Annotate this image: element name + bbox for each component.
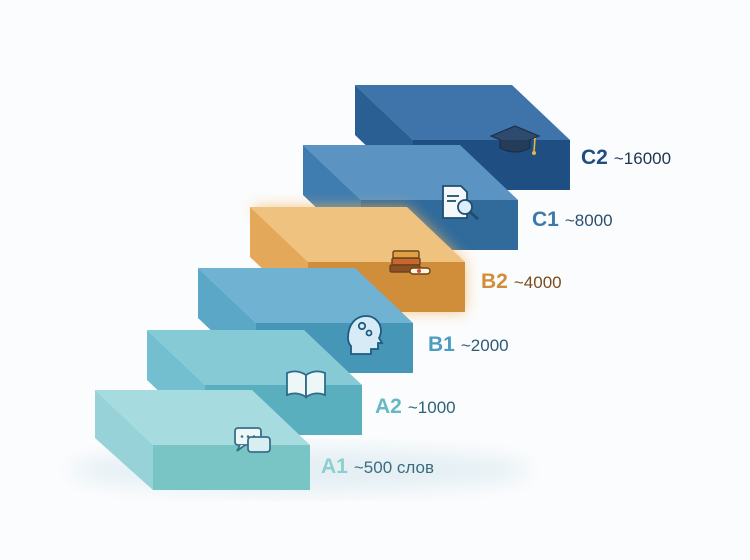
word-count: ~2000 [460, 336, 509, 355]
level-code: B2 [481, 270, 508, 293]
level-code: B1 [428, 333, 455, 356]
word-count: ~500 слов [353, 458, 434, 477]
level-code: C2 [581, 146, 608, 169]
level-code: C1 [532, 208, 559, 231]
open-book-icon [286, 370, 326, 399]
document-magnifier-icon [442, 185, 479, 221]
word-count: ~1000 [407, 398, 456, 417]
level-label-a2: A2 ~1000 [375, 395, 456, 419]
word-count: ~4000 [513, 273, 562, 292]
head-gears-icon [347, 315, 384, 355]
level-label-b2: B2 ~4000 [481, 270, 562, 294]
word-count: ~8000 [564, 211, 613, 230]
level-label-c2: C2 ~16000 [581, 146, 671, 170]
level-code: A2 [375, 395, 402, 418]
graduation-cap-icon [489, 125, 541, 155]
level-code: A1 [321, 455, 348, 478]
books-diploma-icon [389, 250, 431, 275]
level-label-a1: A1 ~500 слов [321, 455, 434, 479]
chat-bubbles-icon [234, 427, 271, 453]
level-label-b1: B1 ~2000 [428, 333, 509, 357]
word-count: ~16000 [613, 149, 672, 168]
level-label-c1: C1 ~8000 [532, 208, 613, 232]
